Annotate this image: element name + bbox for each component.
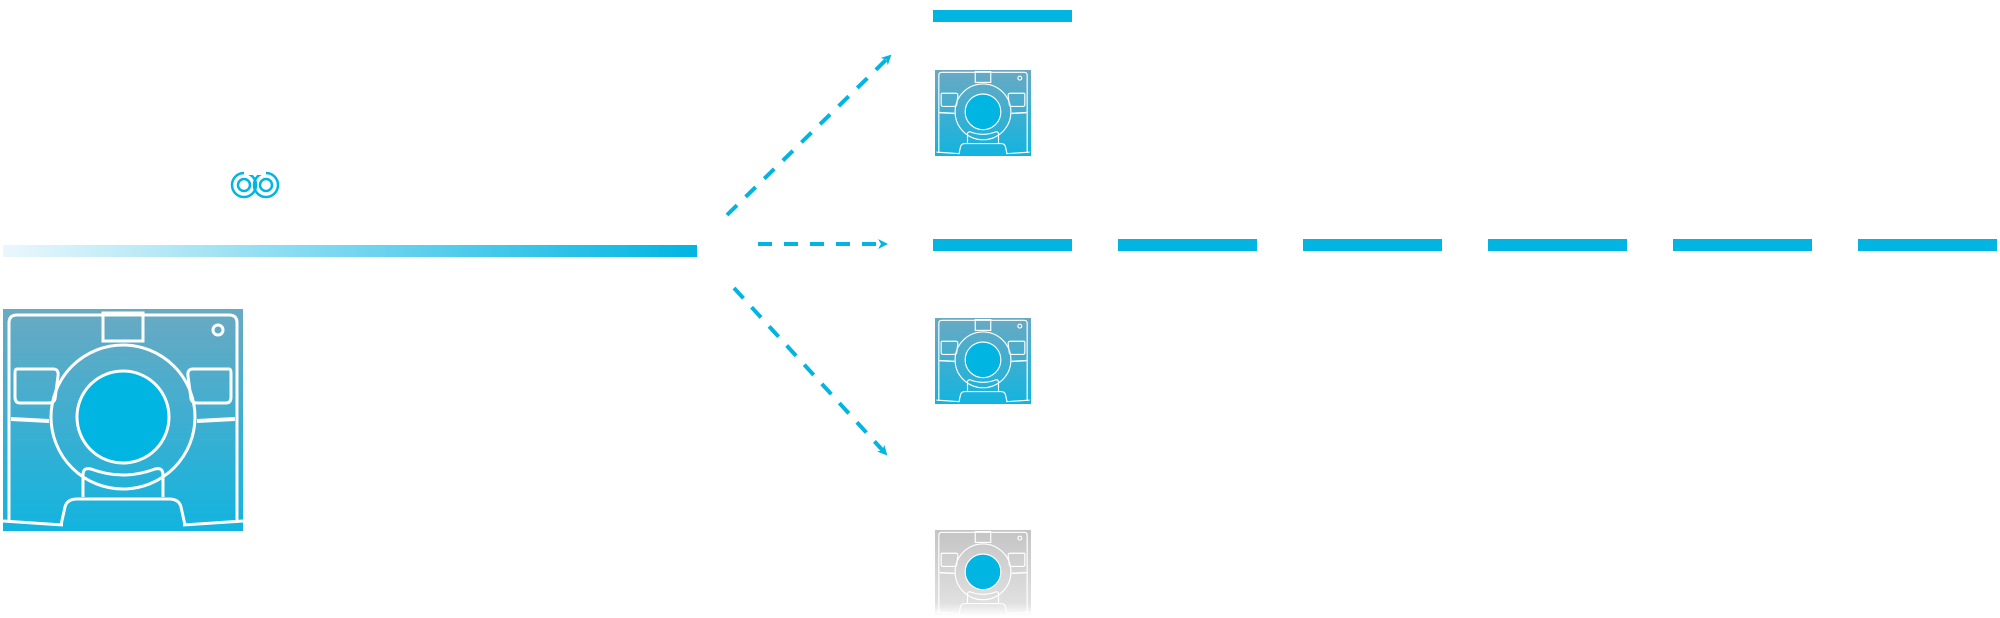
dash-segment bbox=[1858, 239, 1997, 251]
dash-segment bbox=[1488, 239, 1627, 251]
top-bar bbox=[933, 10, 1072, 22]
dash-segment bbox=[933, 239, 1072, 251]
dash-segment bbox=[1118, 239, 1257, 251]
dash-segment bbox=[1303, 239, 1442, 251]
main-scanner-icon bbox=[3, 309, 243, 531]
faded-scanner-icon bbox=[935, 530, 1031, 616]
link-icon bbox=[230, 171, 280, 199]
dash-segment bbox=[1673, 239, 1812, 251]
upper-branch-arrow bbox=[725, 54, 892, 217]
lower-branch-arrow bbox=[732, 286, 888, 456]
lower-scanner-icon bbox=[935, 318, 1031, 404]
input-line bbox=[3, 245, 697, 257]
upper-scanner-icon bbox=[935, 70, 1031, 156]
dashed-output-line bbox=[933, 239, 1997, 251]
